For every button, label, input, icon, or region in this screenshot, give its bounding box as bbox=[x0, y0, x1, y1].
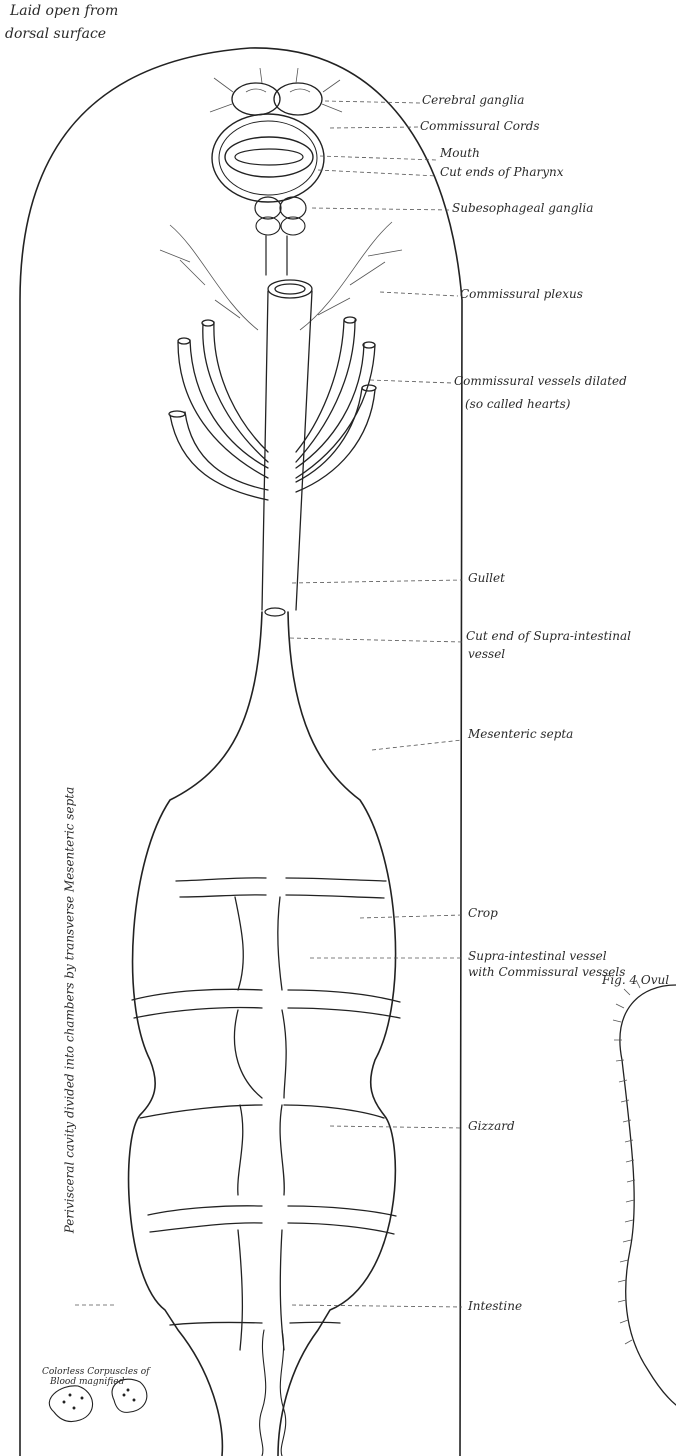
pharynx-cut-shape bbox=[262, 280, 312, 610]
label-crop: Crop bbox=[468, 907, 498, 920]
subesophageal-ganglia-shape bbox=[255, 197, 306, 235]
label-gizzard: Gizzard bbox=[468, 1120, 515, 1133]
mesenteric-septa-shape bbox=[132, 878, 400, 1350]
label-subesophageal-ganglia: Subesophageal ganglia bbox=[452, 202, 593, 215]
leader-lines bbox=[75, 101, 462, 1307]
corpuscle-note-line-2: Blood magnified bbox=[50, 1378, 124, 1387]
ventral-nerve-cord bbox=[266, 236, 287, 275]
intestinal-vessel bbox=[260, 1330, 286, 1456]
label-mouth: Mouth bbox=[440, 147, 480, 160]
commissural-plexus-shape bbox=[160, 222, 402, 330]
label-supra-cut-end: Cut end of Supra-intestinal bbox=[466, 630, 631, 643]
side-caption: Perivisceral cavity divided into chamber… bbox=[64, 787, 77, 1233]
label-cerebral-ganglia: Cerebral ganglia bbox=[422, 94, 524, 107]
label-supra-intestinal-vessel: Supra-intestinal vessel bbox=[468, 950, 607, 963]
cerebral-ganglia-shape bbox=[210, 68, 342, 115]
label-commissural-cords: Commissural Cords bbox=[420, 120, 540, 133]
label-intestine: Intestine bbox=[468, 1300, 522, 1313]
label-supra-cut-vessel: vessel bbox=[468, 648, 505, 661]
mouth-opening bbox=[235, 149, 303, 165]
ovule-fringe bbox=[613, 980, 640, 1344]
supra-intestinal-cut-end bbox=[265, 608, 285, 616]
dilated-vessels-shape bbox=[169, 317, 376, 500]
label-gullet: Gullet bbox=[468, 572, 505, 585]
title-line-1: Laid open from bbox=[10, 4, 118, 19]
body-wall-outline bbox=[20, 48, 462, 1456]
label-pharynx: Cut ends of Pharynx bbox=[440, 166, 563, 179]
crop-gizzard-outline bbox=[129, 612, 396, 1456]
figure-4-caption: Fig. 4 Ovul bbox=[602, 974, 669, 987]
label-so-called-hearts: (so called hearts) bbox=[465, 398, 570, 411]
commissural-ring-shape bbox=[212, 114, 324, 202]
label-mesenteric-septa: Mesenteric septa bbox=[468, 728, 573, 741]
label-commissural-vessels: Commissural vessels dilated bbox=[454, 375, 627, 388]
label-commissural-plexus: Commissural plexus bbox=[460, 288, 583, 301]
title-line-2: dorsal surface bbox=[5, 27, 106, 42]
